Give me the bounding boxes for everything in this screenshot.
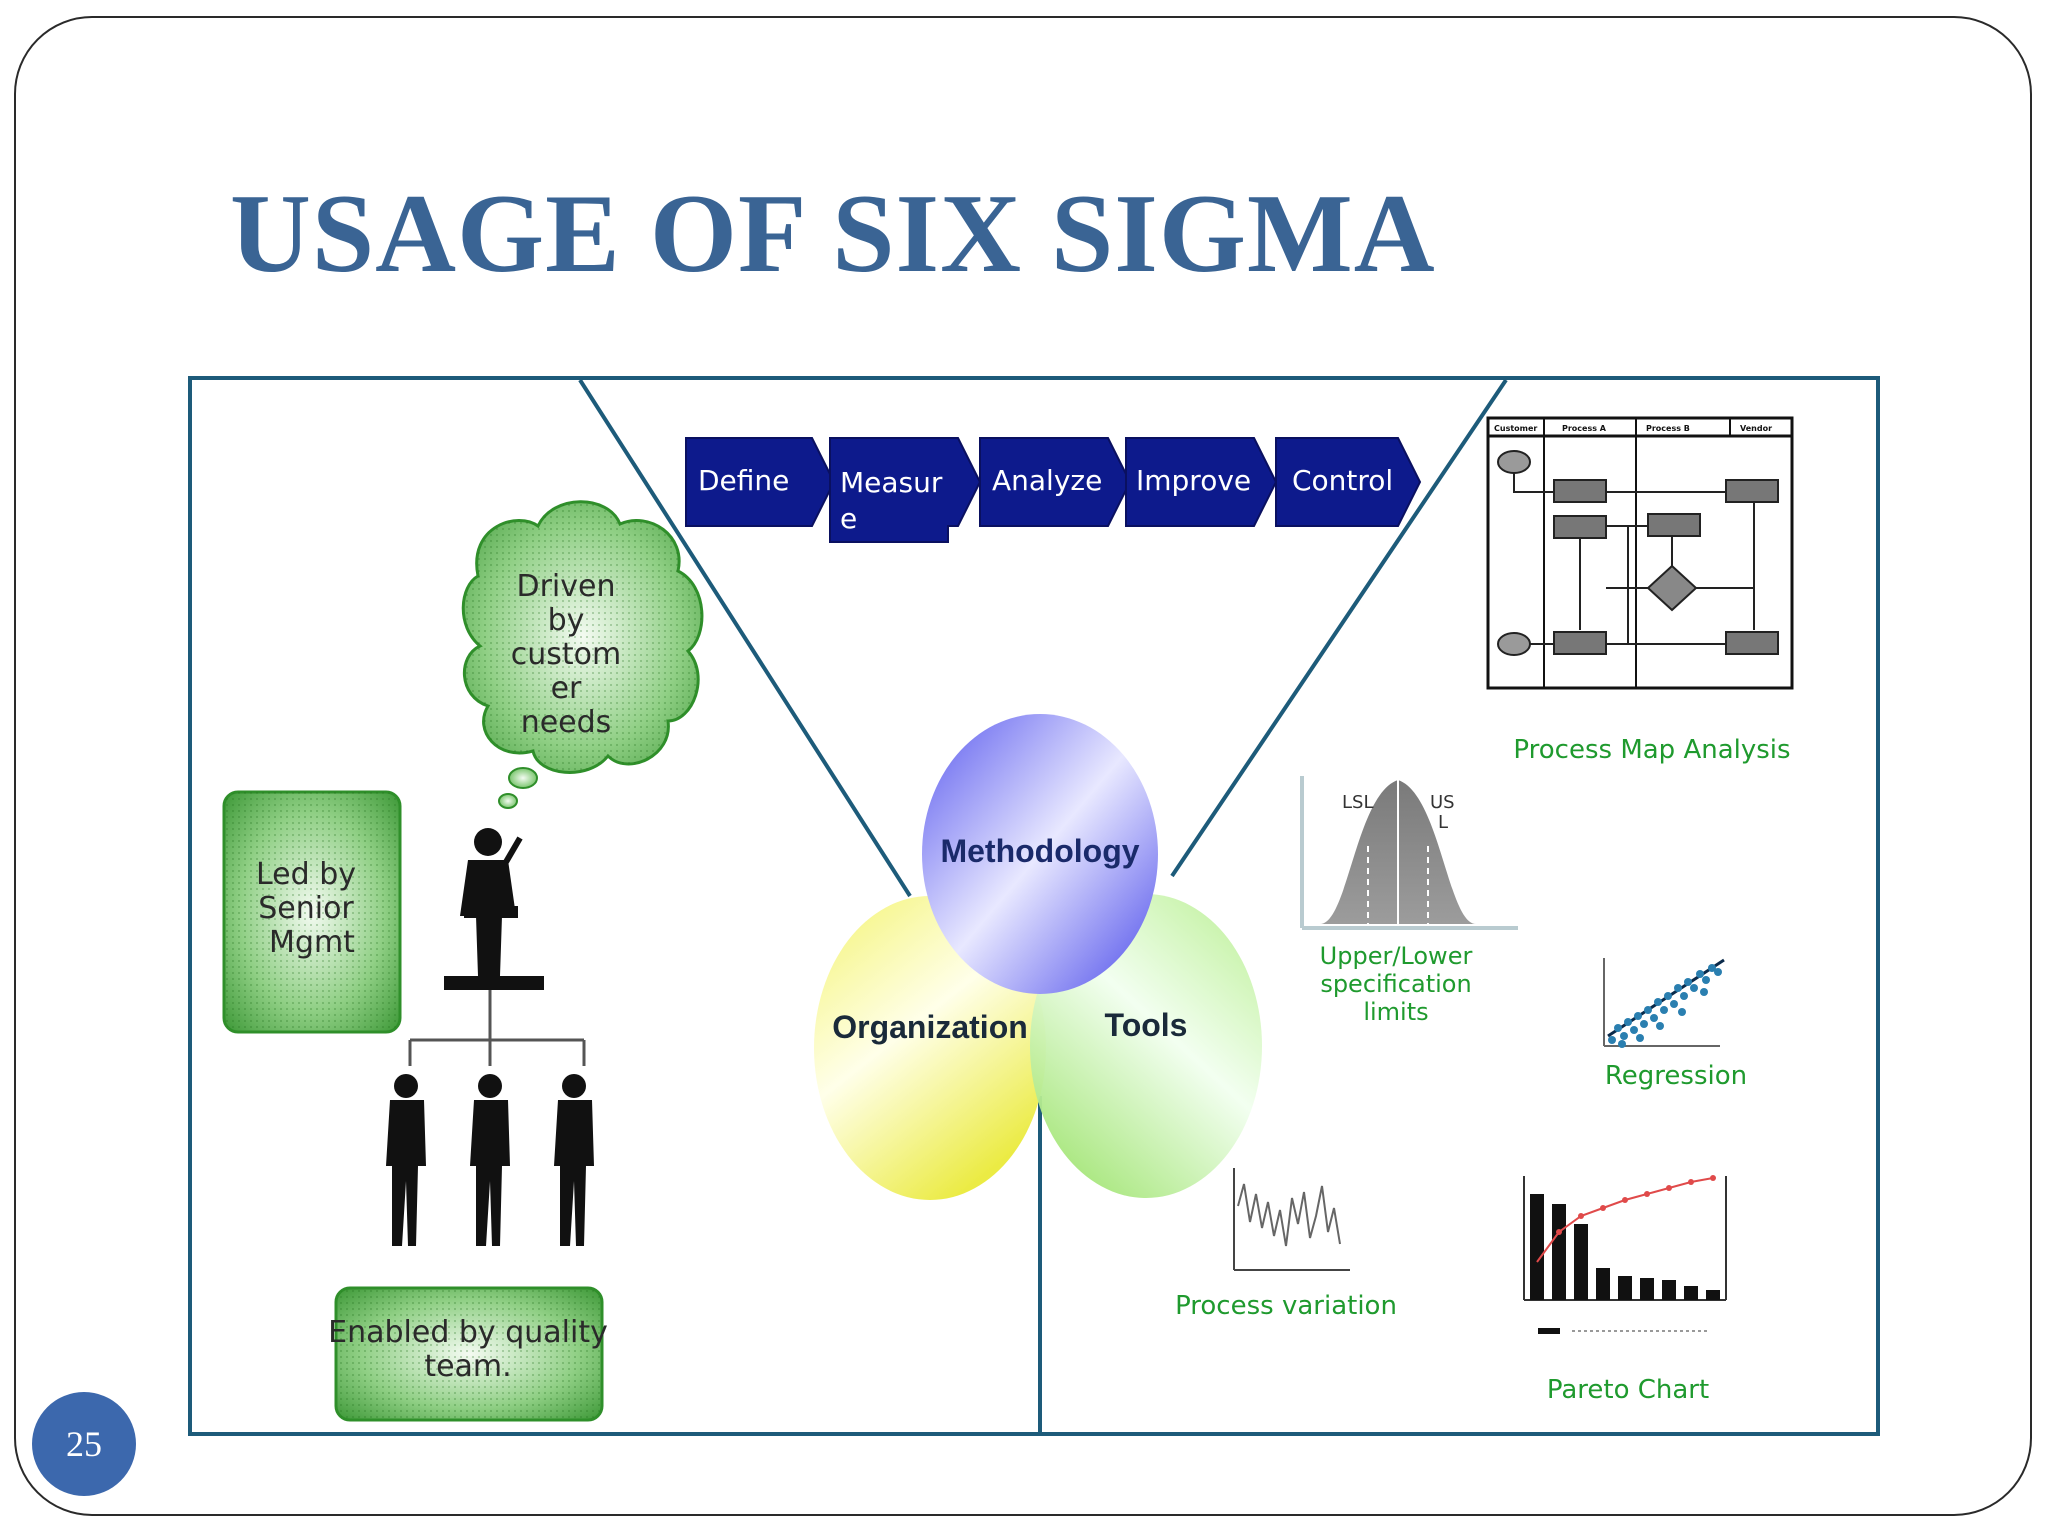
- spec-line-1: Upper/Lower: [1320, 942, 1473, 970]
- cloud-line-1: Driven: [517, 569, 616, 604]
- org-chart-lines: [408, 990, 586, 1066]
- pareto-chart: Pareto Chart: [1523, 1175, 1727, 1405]
- dmaic-steps: Define Measur e Analyze Improve Control: [685, 437, 1422, 543]
- define-step: Define: [685, 437, 836, 527]
- slide-title: USAGE OF SIX SIGMA: [230, 172, 1436, 296]
- usl-label-1: US: [1430, 792, 1455, 813]
- control-step: Control: [1275, 437, 1422, 527]
- spec-limits-chart: LSL US L Upper/Lower specification limit…: [1300, 772, 1518, 1026]
- spec-line-3: limits: [1363, 998, 1428, 1026]
- improve-label: Improve: [1136, 464, 1251, 497]
- pareto-bars: [1530, 1194, 1720, 1300]
- venn-diagram: Methodology Organization Tools: [814, 714, 1262, 1200]
- control-label: Control: [1292, 464, 1393, 497]
- analyze-label: Analyze: [992, 464, 1102, 497]
- team-line-2: team.: [424, 1349, 511, 1384]
- team-line-1: Enabled by quality: [328, 1315, 608, 1350]
- team-members: [386, 1074, 594, 1246]
- cloud-line-5: needs: [521, 705, 612, 740]
- improve-step: Improve: [1125, 437, 1278, 527]
- process-map: Customer Process A Process B Vendor Proc…: [1486, 416, 1794, 765]
- leader-figure: [444, 828, 544, 990]
- measure-label: Measur: [840, 466, 943, 499]
- regression-chart: Regression: [1603, 958, 1747, 1091]
- methodology-label: Methodology: [940, 833, 1139, 869]
- process-map-label: Process Map Analysis: [1513, 735, 1790, 765]
- measure-label-wrap: e: [840, 502, 857, 535]
- senior-line-3: Mgmt: [269, 925, 355, 960]
- diagram-border: [188, 376, 1880, 1436]
- pareto-label: Pareto Chart: [1547, 1375, 1709, 1405]
- team-member-3: [554, 1074, 594, 1246]
- page-number-badge: 25: [32, 1392, 136, 1496]
- define-label: Define: [698, 464, 789, 497]
- spec-line-2: specification: [1320, 970, 1471, 998]
- team-member-2: [470, 1074, 510, 1246]
- team-member-1: [386, 1074, 426, 1246]
- tools-label: Tools: [1105, 1007, 1188, 1043]
- customer-needs-cloud: Driven by custom er needs: [461, 500, 704, 809]
- pm-header-2: Process A: [1562, 424, 1607, 433]
- measure-step: Measur e: [829, 437, 982, 543]
- quality-team-box: Enabled by quality team.: [328, 1286, 608, 1422]
- regression-label: Regression: [1605, 1061, 1747, 1091]
- regression-points: [1608, 964, 1722, 1048]
- pm-header-1: Customer: [1494, 424, 1537, 433]
- cloud-line-3: custom: [511, 637, 621, 672]
- organization-label: Organization: [832, 1009, 1028, 1045]
- senior-mgmt-box: Led by Senior Mgmt: [222, 790, 402, 1034]
- senior-line-1: Led by: [256, 857, 356, 892]
- cloud-line-4: er: [551, 671, 582, 706]
- process-variation-chart: Process variation: [1175, 1168, 1397, 1321]
- pm-header-3: Process B: [1646, 424, 1690, 433]
- process-variation-label: Process variation: [1175, 1291, 1397, 1321]
- usl-label-2: L: [1438, 812, 1448, 833]
- six-sigma-diagram: Define Measur e Analyze Improve Control …: [188, 376, 1880, 1436]
- analyze-step: Analyze: [979, 437, 1132, 527]
- methodology-circle: [922, 714, 1158, 994]
- pm-header-4: Vendor: [1740, 424, 1772, 433]
- cloud-line-2: by: [548, 603, 585, 638]
- senior-line-2: Senior: [258, 891, 354, 926]
- lsl-label: LSL: [1342, 792, 1373, 813]
